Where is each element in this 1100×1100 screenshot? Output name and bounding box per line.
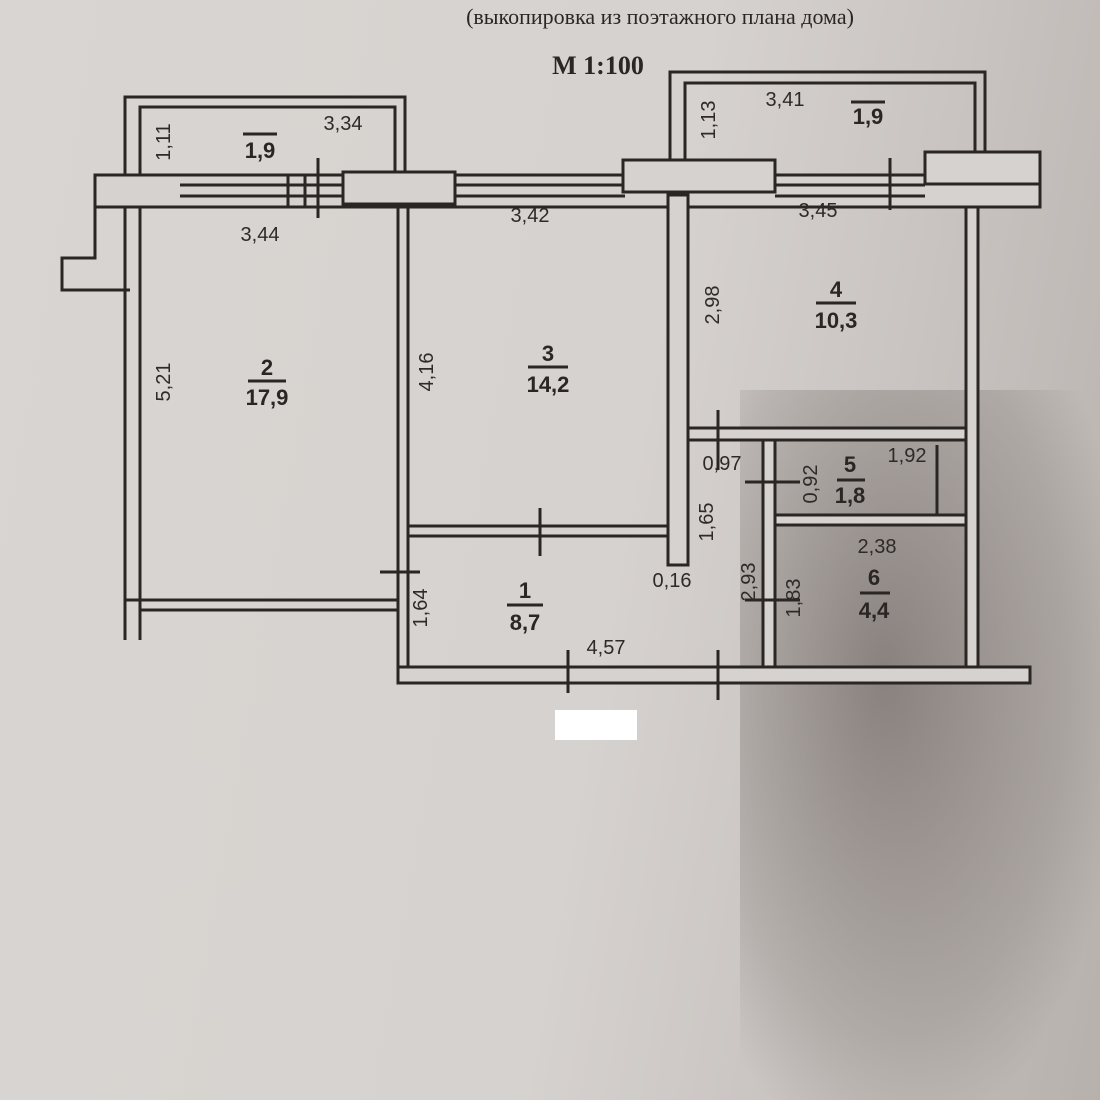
balcony-2-area: 1,9 xyxy=(853,104,884,129)
room-3-area: 14,2 xyxy=(527,372,570,397)
room-4-area: 10,3 xyxy=(815,308,858,333)
dimension-label: 1,92 xyxy=(888,445,927,467)
plan-scale: М 1:100 xyxy=(552,51,644,80)
balcony-1-length: 3,34 xyxy=(324,113,363,135)
dimension-label: 4,57 xyxy=(587,637,626,659)
room-2-area: 17,9 xyxy=(246,385,289,410)
dimension-label: 0,16 xyxy=(653,570,692,592)
room-labels: 2 17,9 3 14,2 4 10,3 5 1,8 6 4,4 1 8,7 xyxy=(246,277,890,635)
room-3-number: 3 xyxy=(542,341,554,366)
dimension-label: 0,92 xyxy=(800,465,822,504)
balcony-2-depth: 1,13 xyxy=(698,101,720,140)
walls xyxy=(60,70,1042,700)
balcony-1-area: 1,9 xyxy=(245,138,276,163)
dimension-label: 2,93 xyxy=(738,563,760,602)
dimension-label: 2,38 xyxy=(858,536,897,558)
dimension-label: 3,45 xyxy=(799,200,838,222)
room-5-area: 1,8 xyxy=(835,483,866,508)
room-6-area: 4,4 xyxy=(859,598,890,623)
dimension-label: 4,16 xyxy=(416,353,438,392)
plan-subtitle: (выкопировка из поэтажного плана дома) xyxy=(466,4,854,29)
dimension-labels: 3,44 5,21 3,42 4,16 3,45 2,98 0,97 1,65 … xyxy=(153,200,926,659)
dimension-label: 2,98 xyxy=(702,286,724,325)
room-1-area: 8,7 xyxy=(510,610,541,635)
photo-shadow xyxy=(740,390,1100,1100)
room-2-number: 2 xyxy=(261,355,273,380)
dimension-label: 3,44 xyxy=(241,224,280,246)
balcony-2-length: 3,41 xyxy=(766,89,805,111)
dimension-label: 1,64 xyxy=(410,589,432,628)
room-4-number: 4 xyxy=(830,277,843,302)
dimension-label: 5,21 xyxy=(153,363,175,402)
balcony-1-depth: 1,11 xyxy=(153,123,175,160)
dimension-label: 1,65 xyxy=(696,503,718,542)
dimension-label: 3,42 xyxy=(511,205,550,227)
redaction-box xyxy=(555,710,637,740)
room-5-number: 5 xyxy=(844,452,856,477)
room-6-number: 6 xyxy=(868,565,880,590)
dimension-label: 1,83 xyxy=(783,579,805,618)
dimension-label: 0,97 xyxy=(703,453,742,475)
room-1-number: 1 xyxy=(519,578,531,603)
